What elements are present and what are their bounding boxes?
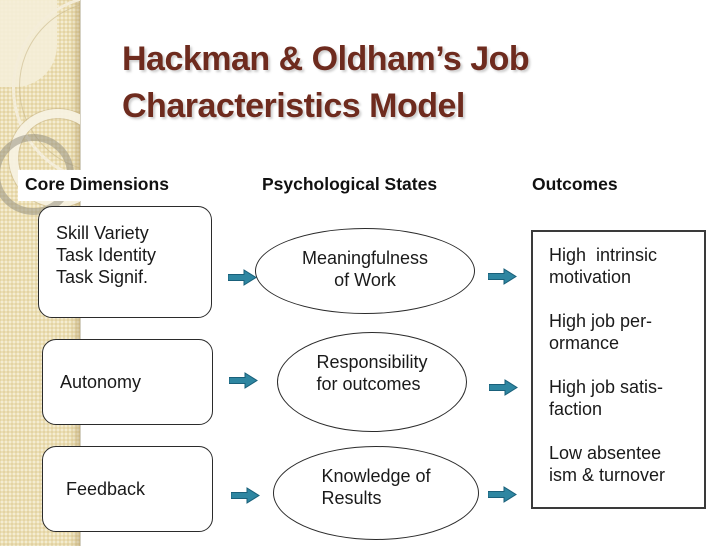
outcome-line: High job per- (549, 311, 653, 331)
oval-text: Meaningfulness of Work (302, 247, 428, 291)
outcome-line: High job satis- (549, 377, 664, 397)
right-arrow-icon (489, 379, 518, 396)
core-box-feedback: Feedback (42, 446, 213, 532)
core-box-label: Autonomy (60, 372, 142, 392)
outcome-line: ormance (549, 333, 620, 353)
outcome-item: High job satis- faction (549, 376, 704, 420)
psych-oval-meaningfulness: Meaningfulness of Work (255, 228, 475, 314)
outcome-line: Low absentee (549, 443, 662, 463)
oval-text: Knowledge of Results (321, 465, 430, 509)
oval-text-line: of Work (334, 270, 396, 290)
oval-text-line: for outcomes (316, 374, 421, 394)
slide-title-line2: Characteristics Model (122, 86, 465, 125)
oval-text-line: Knowledge of (321, 466, 431, 486)
core-box-skill-variety: Skill Variety Task Identity Task Signif. (38, 206, 212, 318)
column-header-outcomes: Outcomes (532, 174, 618, 194)
oval-text: Responsibility for outcomes (316, 351, 427, 395)
core-box-line: Task Identity (56, 245, 157, 265)
psych-oval-knowledge: Knowledge of Results (273, 446, 479, 540)
right-arrow-icon (229, 372, 258, 389)
oval-text-line: Meaningfulness (301, 248, 429, 268)
oval-text-line: Responsibility (316, 352, 428, 372)
outcome-item: High intrinsic motivation (549, 244, 704, 288)
right-arrow-icon (231, 487, 260, 504)
right-arrow-icon (488, 486, 517, 503)
outcomes-box: High intrinsic motivation High job per- … (531, 230, 706, 509)
core-box-label: Feedback (66, 479, 146, 499)
core-box-autonomy: Autonomy (42, 339, 213, 425)
right-arrow-icon (488, 268, 517, 285)
outcome-line: ism & turnover (549, 465, 666, 485)
column-header-psychological-states: Psychological States (262, 174, 438, 194)
outcome-line: faction (549, 399, 603, 419)
column-header-core-dimensions: Core Dimensions (18, 170, 179, 201)
psych-oval-responsibility: Responsibility for outcomes (277, 332, 467, 432)
outcome-line: motivation (549, 267, 632, 287)
slide-title-line1: Hackman & Oldham’s Job (122, 39, 530, 78)
oval-text-line: Results (321, 488, 382, 508)
outcome-item: Low absentee ism & turnover (549, 442, 704, 486)
right-arrow-icon (228, 269, 257, 286)
outcome-line: High intrinsic (549, 245, 658, 265)
slide-title: Hackman & Oldham’s Job Characteristics M… (122, 36, 682, 130)
core-box-line: Skill Variety (56, 223, 149, 243)
core-box-line: Task Signif. (56, 267, 149, 287)
outcome-item: High job per- ormance (549, 310, 704, 354)
